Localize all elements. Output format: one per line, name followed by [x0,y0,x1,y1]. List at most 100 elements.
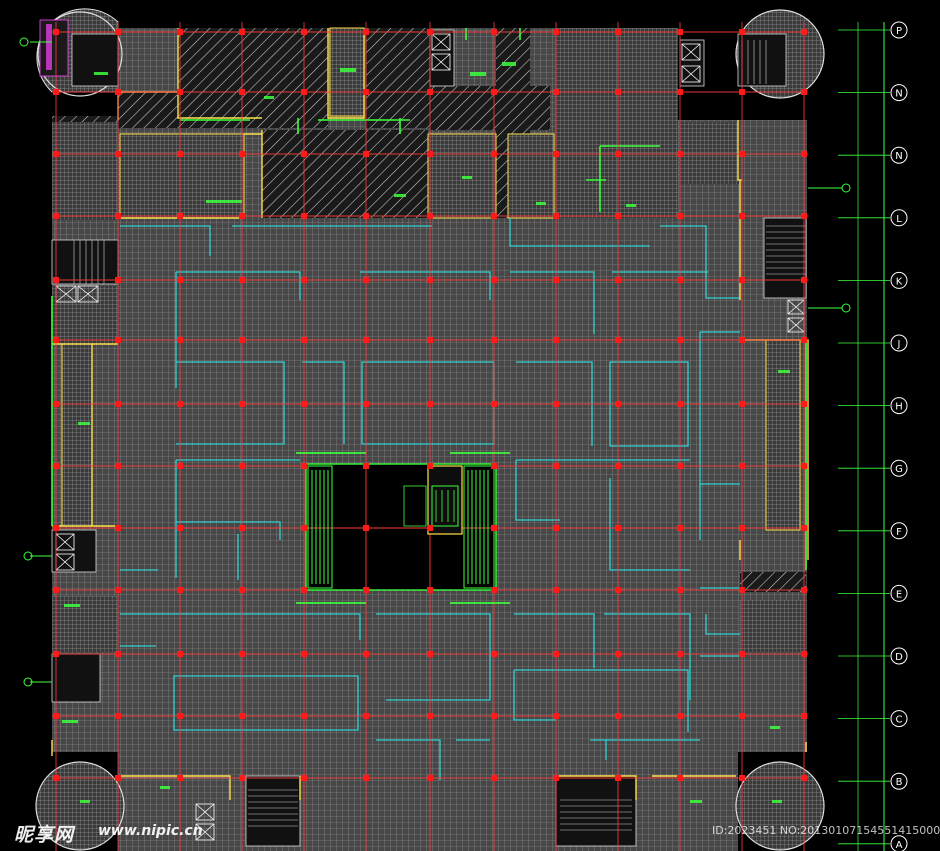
column-marker [363,337,369,343]
column-marker [177,525,183,531]
column-marker [363,775,369,781]
column-marker [553,337,559,343]
column-marker [553,277,559,283]
column-marker [553,401,559,407]
column-marker [115,89,121,95]
column-marker [615,277,621,283]
column-marker [677,713,683,719]
column-marker [239,337,245,343]
column-marker [801,151,807,157]
column-marker [553,213,559,219]
column-marker [301,213,307,219]
watermark-url: www.nipic.cn [98,823,203,839]
column-marker [677,525,683,531]
column-marker [363,713,369,719]
column-marker [615,89,621,95]
axis-bubble [890,84,908,102]
column-marker [739,213,745,219]
axis-bubble [890,459,908,477]
column-marker [301,525,307,531]
column-marker [615,713,621,719]
column-marker [53,213,59,219]
column-marker [553,651,559,657]
column-marker [739,29,745,35]
column-marker [53,29,59,35]
column-marker [239,463,245,469]
column-marker [363,651,369,657]
column-marker [801,587,807,593]
axis-label: N [895,151,902,162]
column-marker [177,337,183,343]
column-marker [491,525,497,531]
axis-bubble [890,271,908,289]
column-marker [239,151,245,157]
column-marker [677,277,683,283]
column-marker [177,775,183,781]
axis-label: J [897,339,901,350]
column-marker [53,89,59,95]
column-markers [53,29,807,781]
column-marker [177,89,183,95]
axis-label: A [896,840,903,851]
column-marker [301,587,307,593]
column-marker [615,587,621,593]
column-marker [301,337,307,343]
column-marker [177,213,183,219]
axis-bubble [890,334,908,352]
column-marker [677,775,683,781]
column-marker [553,775,559,781]
column-marker [363,89,369,95]
column-marker [739,587,745,593]
column-marker [427,775,433,781]
column-marker [677,401,683,407]
column-marker [677,151,683,157]
column-marker [427,651,433,657]
column-marker [615,401,621,407]
column-marker [615,775,621,781]
column-marker [615,213,621,219]
column-marker [177,401,183,407]
column-marker [739,401,745,407]
column-marker [177,151,183,157]
axis-label: K [896,276,903,287]
column-marker [801,713,807,719]
column-marker [427,525,433,531]
column-marker [491,337,497,343]
column-marker [491,775,497,781]
equipment-marks [62,62,790,803]
column-marker [615,29,621,35]
column-marker [427,463,433,469]
column-marker [301,151,307,157]
column-marker [363,151,369,157]
column-marker [427,89,433,95]
column-marker [615,651,621,657]
column-marker [739,337,745,343]
column-marker [115,651,121,657]
stair-cores [51,29,807,847]
column-marker [801,401,807,407]
column-marker [491,29,497,35]
watermark-id: ID:2023451 NO:20130107154551415000 [712,824,940,837]
column-marker [239,89,245,95]
column-marker [427,713,433,719]
column-marker [239,401,245,407]
column-marker [553,29,559,35]
column-marker [115,401,121,407]
column-marker [115,713,121,719]
axis-bubble [890,209,908,227]
column-marker [491,277,497,283]
central-void [305,463,497,591]
watermark-logo: 昵享网 [14,824,75,846]
column-marker [801,277,807,283]
column-marker [301,401,307,407]
column-marker [53,651,59,657]
column-marker [115,463,121,469]
column-marker [491,401,497,407]
column-marker [239,713,245,719]
column-marker [115,525,121,531]
column-marker [115,587,121,593]
axis-label: B [896,777,903,788]
column-marker [53,151,59,157]
axis-label: P [896,26,902,37]
